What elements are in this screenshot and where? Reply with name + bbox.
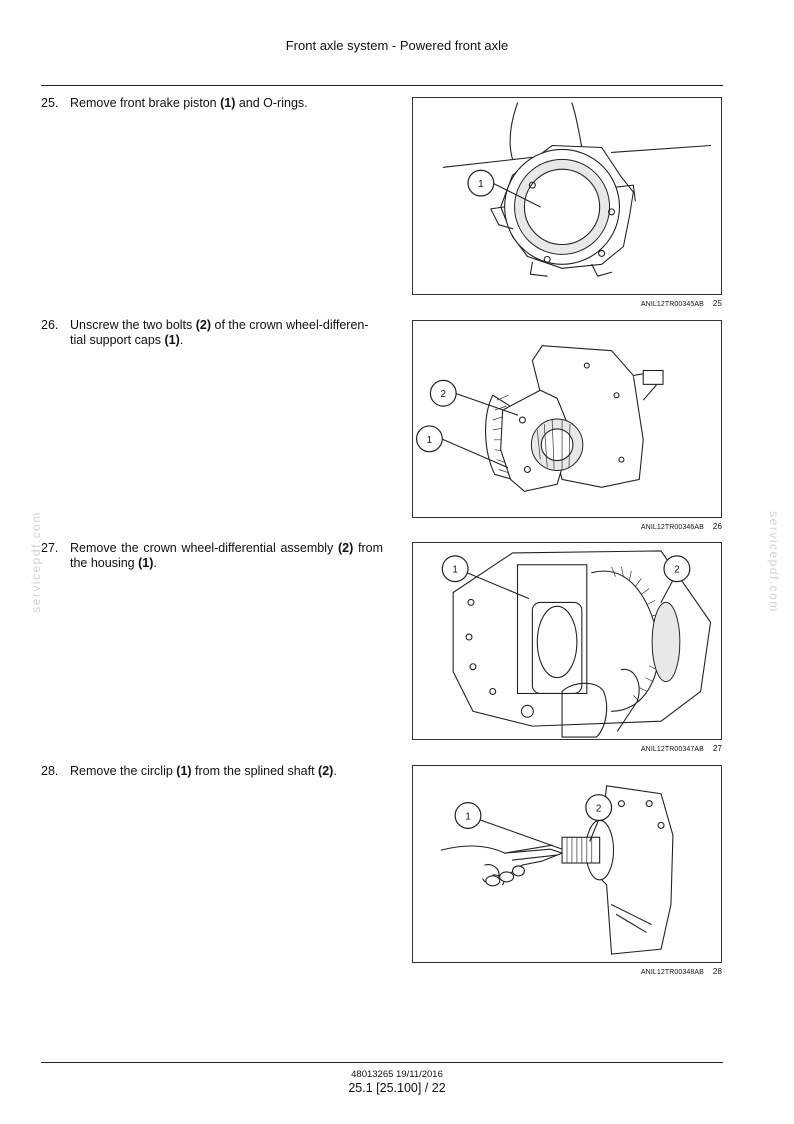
callout-label: 1	[478, 179, 484, 190]
callout-label: 1	[465, 811, 471, 822]
figure-code: ANIL12TR00348AB	[640, 969, 704, 976]
step-27: 27. Remove the crown wheel-differential …	[41, 541, 383, 571]
step-text: Remove the circlip (1) from the splined …	[70, 764, 337, 778]
figure-27-crown-wheel: 1 2	[412, 542, 722, 740]
step-text: Remove front brake piston (1) and O-ring…	[70, 96, 308, 110]
figure-26-reference: ANIL12TR00346AB 26	[600, 522, 722, 531]
footer-page-number: 25.1 [25.100] / 22	[348, 1081, 446, 1095]
header-rule	[41, 85, 723, 86]
figure-code: ANIL12TR00345AB	[640, 301, 704, 308]
step-number: 27.	[41, 541, 59, 555]
callout-label: 1	[427, 435, 433, 446]
step-28: 28. Remove the circlip (1) from the spli…	[41, 764, 383, 779]
watermark-right: servicepdf.com	[766, 511, 781, 613]
step-number: 25.	[41, 96, 59, 110]
step-text: Remove the crown wheel-differential asse…	[70, 541, 383, 570]
brake-piston-illustration: 1	[442, 102, 712, 277]
page-header-title: Front axle system - Powered front axle	[285, 38, 509, 53]
step-number: 28.	[41, 764, 59, 778]
figure-number: 25	[712, 299, 722, 308]
support-caps-illustration: 2 1	[415, 345, 664, 492]
callout-circle	[429, 379, 457, 407]
figure-number: 27	[712, 744, 722, 753]
callout-label: 1	[452, 565, 458, 576]
figure-26-support-caps: 2 1	[412, 320, 722, 518]
figure-28-circlip: 1 2	[412, 765, 722, 963]
circlip-illustration: 1 2	[440, 785, 674, 955]
callout-circle	[663, 555, 691, 583]
step-number: 26.	[41, 318, 59, 332]
footer-document-reference: 48013265 19/11/2016	[351, 1069, 443, 1080]
figure-25-reference: ANIL12TR00345AB 25	[600, 299, 722, 308]
footer-rule	[41, 1062, 723, 1063]
step-text: Unscrew the two bolts (2) of the crown w…	[70, 318, 369, 347]
callout-label: 2	[674, 565, 680, 576]
crown-wheel-illustration: 1 2	[441, 550, 712, 738]
figure-code: ANIL12TR00346AB	[640, 524, 704, 531]
figure-code: ANIL12TR00347AB	[640, 746, 704, 753]
figure-number: 28	[712, 967, 722, 976]
figure-28-reference: ANIL12TR00348AB 28	[600, 967, 722, 976]
callout-label: 2	[596, 804, 602, 815]
callout-circle	[454, 802, 482, 829]
figure-25-brake-piston: 1	[412, 97, 722, 295]
callout-circle	[467, 169, 495, 197]
figure-number: 26	[712, 522, 722, 531]
figure-27-reference: ANIL12TR00347AB 27	[600, 744, 722, 753]
step-26: 26. Unscrew the two bolts (2) of the cro…	[41, 318, 383, 348]
step-25: 25. Remove front brake piston (1) and O-…	[41, 96, 383, 111]
callout-circle	[415, 425, 443, 453]
callout-circle	[441, 555, 469, 583]
callout-label: 2	[441, 389, 447, 400]
callout-circle	[585, 794, 613, 822]
